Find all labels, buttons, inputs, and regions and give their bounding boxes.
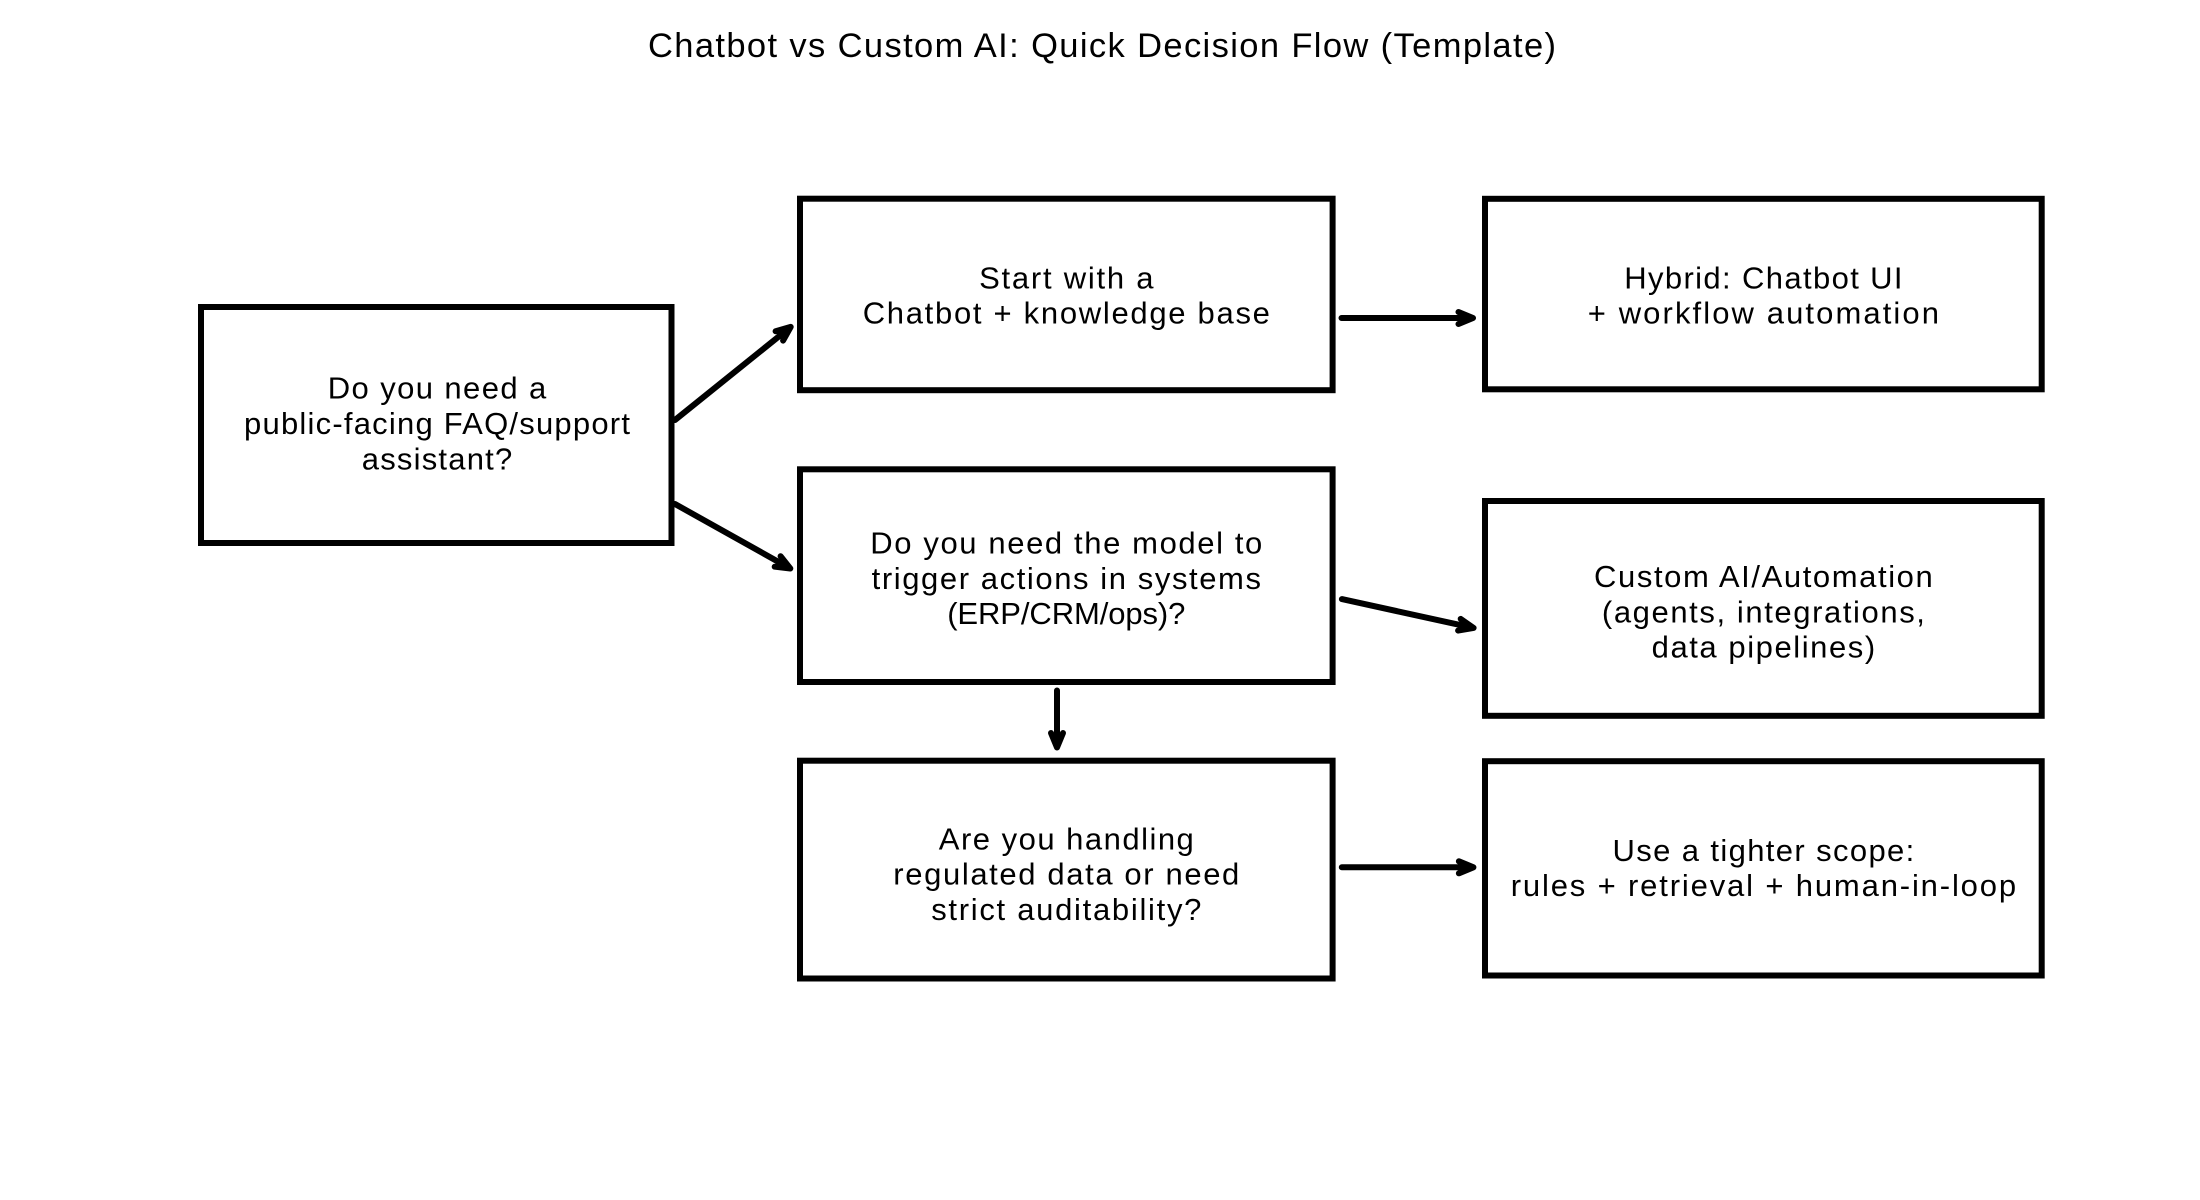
svg-text:(ERP/CRM/ops)?: (ERP/CRM/ops)?	[947, 596, 1185, 631]
svg-text:Chatbot vs Custom AI: Quick De: Chatbot vs Custom AI: Quick Decision Flo…	[648, 27, 1556, 65]
svg-text:Chatbot + knowledge base: Chatbot + knowledge base	[863, 296, 1270, 331]
svg-text:assistant?: assistant?	[362, 441, 513, 476]
svg-text:(agents, integrations,: (agents, integrations,	[1602, 594, 1925, 629]
svg-text:public-facing FAQ/support: public-facing FAQ/support	[244, 406, 630, 441]
svg-text:Start with a: Start with a	[979, 260, 1154, 295]
svg-text:Custom AI/Automation: Custom AI/Automation	[1594, 559, 1933, 594]
svg-text:Are you handling: Are you handling	[939, 821, 1194, 856]
svg-text:trigger actions in systems: trigger actions in systems	[872, 561, 1261, 596]
svg-text:Do you need the model to: Do you need the model to	[870, 526, 1262, 561]
svg-text:Do you need a: Do you need a	[328, 371, 547, 406]
svg-text:rules + retrieval + human-in-l: rules + retrieval + human-in-loop	[1511, 868, 2016, 903]
svg-text:data pipelines): data pipelines)	[1652, 630, 1876, 665]
svg-text:Use a tighter scope:: Use a tighter scope:	[1613, 833, 1915, 868]
svg-text:strict auditability?: strict auditability?	[931, 892, 1201, 927]
svg-text:Hybrid: Chatbot UI: Hybrid: Chatbot UI	[1624, 260, 1902, 295]
svg-text:+ workflow automation: + workflow automation	[1588, 296, 1939, 331]
svg-text:regulated data or need: regulated data or need	[893, 857, 1239, 892]
